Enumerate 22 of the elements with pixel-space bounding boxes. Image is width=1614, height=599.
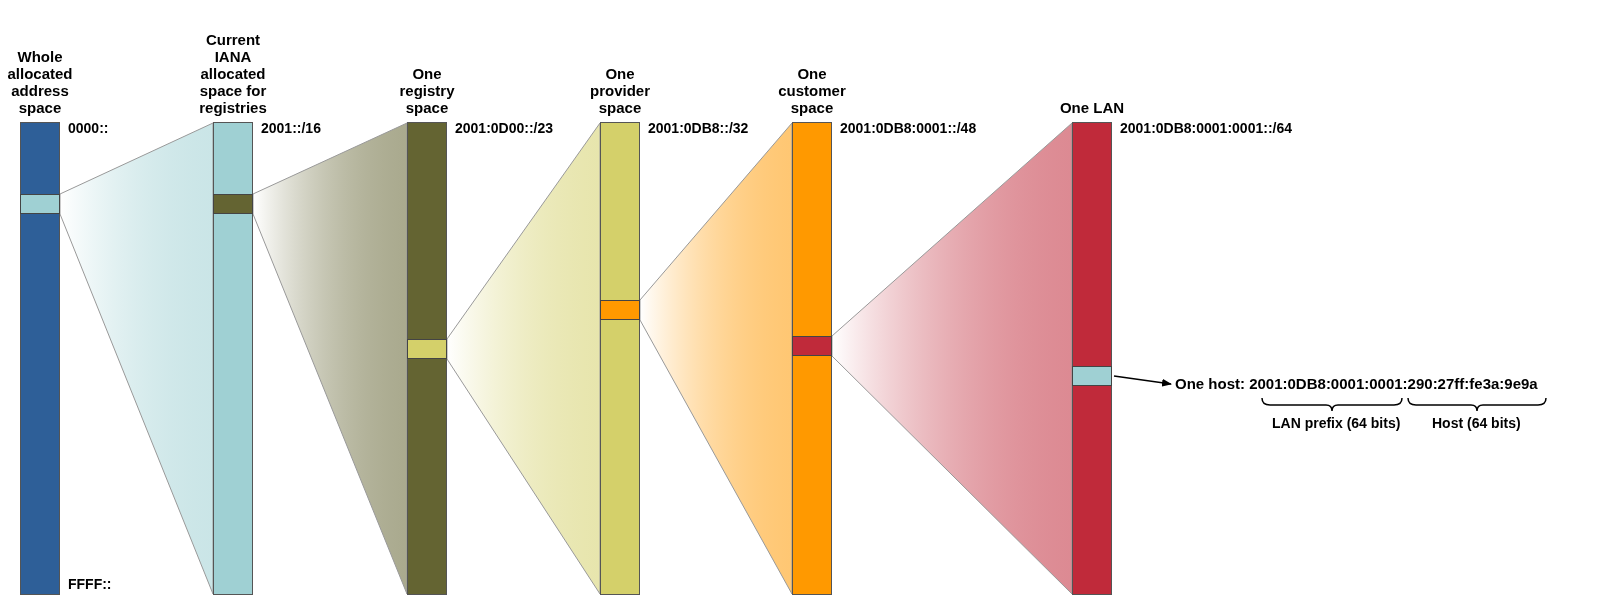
prefix-label: 2001:0DB8:0001::/48	[840, 120, 977, 136]
prefix-label: 2001:0D00::/23	[455, 120, 554, 136]
zoom-funnel	[446, 122, 601, 595]
zoom-funnel	[831, 122, 1073, 595]
bar-heading: One LAN	[1058, 99, 1126, 116]
brace-label: LAN prefix (64 bits)	[1272, 415, 1401, 431]
bar-heading: One provider space	[589, 65, 651, 116]
zoom-funnel	[639, 122, 793, 595]
zoom-funnel	[59, 122, 214, 595]
prefix-label: 2001::/16	[261, 120, 321, 136]
prefix-label: 2001:0DB8:0001:0001::/64	[1120, 120, 1292, 136]
bar-heading: Whole allocated address space	[6, 48, 74, 116]
zoom-funnel	[252, 122, 408, 595]
bar-heading: One registry space	[398, 65, 456, 116]
brace-label: Host (64 bits)	[1432, 415, 1521, 431]
bar-heading: Current IANA allocated space for registries	[198, 31, 268, 116]
prefix-label: 2001:0DB8::/32	[648, 120, 749, 136]
prefix-label: 0000::	[68, 120, 109, 136]
prefix-label: FFFF::	[68, 576, 112, 592]
host-address: One host: 2001:0DB8:0001:0001:290:27ff:fe3a:9e9a	[1175, 375, 1538, 392]
arrow	[1113, 375, 1172, 387]
bar-heading: One customer space	[777, 65, 847, 116]
